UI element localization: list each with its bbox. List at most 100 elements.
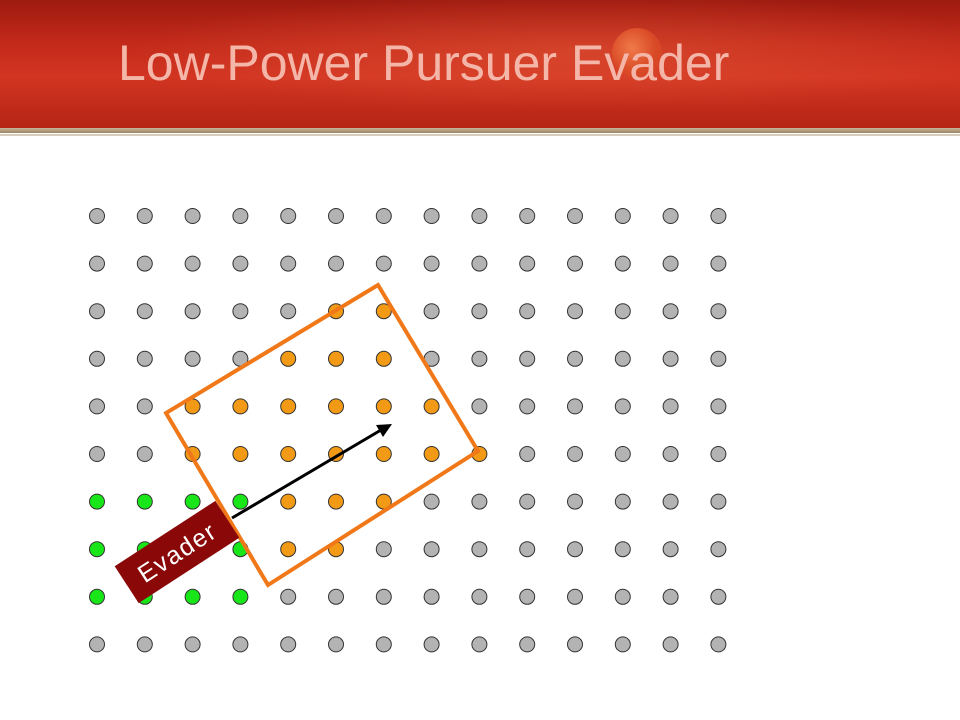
sensor-node xyxy=(614,588,631,605)
header-glow xyxy=(0,0,960,128)
sensor-node xyxy=(89,255,105,272)
sensor-node xyxy=(567,493,583,510)
sensor-node-active xyxy=(280,541,297,558)
sensor-node-evader-trail xyxy=(232,588,249,605)
sensor-node xyxy=(89,398,105,415)
sensor-node xyxy=(136,208,153,224)
sensor-node xyxy=(280,208,297,224)
sensor-node xyxy=(662,446,679,462)
sensor-node xyxy=(375,588,392,605)
sensor-node xyxy=(567,350,583,367)
sensor-node xyxy=(136,636,153,653)
sensor-node xyxy=(471,303,488,320)
sensor-node xyxy=(710,588,727,605)
evader-direction-arrow xyxy=(231,428,382,520)
sensor-node-evader-trail xyxy=(89,541,105,558)
sensor-node xyxy=(89,303,105,320)
sensor-node xyxy=(471,541,488,558)
sensor-node xyxy=(519,493,536,510)
sensor-node xyxy=(471,255,488,272)
sensor-node-evader-trail xyxy=(184,493,201,510)
sensor-node xyxy=(710,303,727,320)
sensor-node xyxy=(662,541,679,558)
sensor-node-active xyxy=(375,303,392,320)
sensor-node xyxy=(614,541,631,558)
sensor-node-active xyxy=(280,398,297,415)
sensor-node xyxy=(567,446,583,462)
sensor-node xyxy=(614,303,631,320)
sensor-node xyxy=(614,636,631,653)
sensor-node xyxy=(184,350,201,367)
slide-title: Low-Power Pursuer Evader xyxy=(118,35,730,91)
sensor-node xyxy=(328,636,344,653)
sensor-node xyxy=(280,255,297,272)
sensor-node-active xyxy=(375,350,392,367)
sensor-node xyxy=(328,588,344,605)
sensor-node xyxy=(710,636,727,653)
sensor-node xyxy=(662,350,679,367)
sensor-node xyxy=(423,208,440,224)
sensor-node xyxy=(136,350,153,367)
sensor-node xyxy=(614,398,631,415)
sensor-node xyxy=(662,398,679,415)
sensor-node xyxy=(567,303,583,320)
slide-header: Low-Power Pursuer Evader xyxy=(0,0,960,128)
sensor-node xyxy=(519,255,536,272)
sensor-node xyxy=(614,208,631,224)
sensor-node xyxy=(280,636,297,653)
sensor-node xyxy=(567,398,583,415)
evader: Evader xyxy=(114,500,240,604)
sensor-node-active xyxy=(232,446,249,462)
sensor-node-evader-trail xyxy=(136,493,153,510)
sensor-node xyxy=(471,636,488,653)
sensor-node xyxy=(89,446,105,462)
sensor-node-active xyxy=(423,398,440,415)
sensor-node xyxy=(710,446,727,462)
sensor-node xyxy=(519,398,536,415)
sensor-node xyxy=(614,493,631,510)
sensor-node xyxy=(662,493,679,510)
sensor-node-active xyxy=(328,398,344,415)
header-divider-thin xyxy=(0,134,960,136)
sensor-node xyxy=(471,493,488,510)
sensor-node xyxy=(232,208,249,224)
sensor-node xyxy=(710,255,727,272)
sensor-node-active xyxy=(423,446,440,462)
arrow-head xyxy=(376,424,392,437)
sensor-node xyxy=(519,541,536,558)
sensor-node xyxy=(614,446,631,462)
sensor-node xyxy=(567,588,583,605)
sensor-node xyxy=(567,255,583,272)
sensor-node xyxy=(184,255,201,272)
sensor-node xyxy=(184,303,201,320)
sensor-node xyxy=(423,303,440,320)
sensor-node xyxy=(710,541,727,558)
sensor-node xyxy=(375,208,392,224)
sensor-node-active xyxy=(375,446,392,462)
header-divider xyxy=(0,128,960,133)
sensor-node xyxy=(89,636,105,653)
sensor-node xyxy=(519,636,536,653)
sensor-node xyxy=(471,588,488,605)
sensor-node-active xyxy=(232,398,249,415)
sensor-node xyxy=(89,208,105,224)
sensor-node xyxy=(375,636,392,653)
sensor-node xyxy=(519,588,536,605)
sensor-node xyxy=(136,255,153,272)
sensor-node xyxy=(89,350,105,367)
sensor-node-active xyxy=(280,446,297,462)
sensor-node xyxy=(136,446,153,462)
sensor-node xyxy=(614,350,631,367)
sensor-node xyxy=(423,255,440,272)
sensor-node xyxy=(184,636,201,653)
sensor-node xyxy=(710,350,727,367)
sensor-node-evader-trail xyxy=(89,588,105,605)
sensor-node xyxy=(662,588,679,605)
sensor-node-active xyxy=(280,350,297,367)
header-sun-decoration xyxy=(612,28,662,78)
sensor-node xyxy=(136,303,153,320)
sensor-node xyxy=(232,255,249,272)
sensor-node xyxy=(519,208,536,224)
sensor-node xyxy=(662,255,679,272)
